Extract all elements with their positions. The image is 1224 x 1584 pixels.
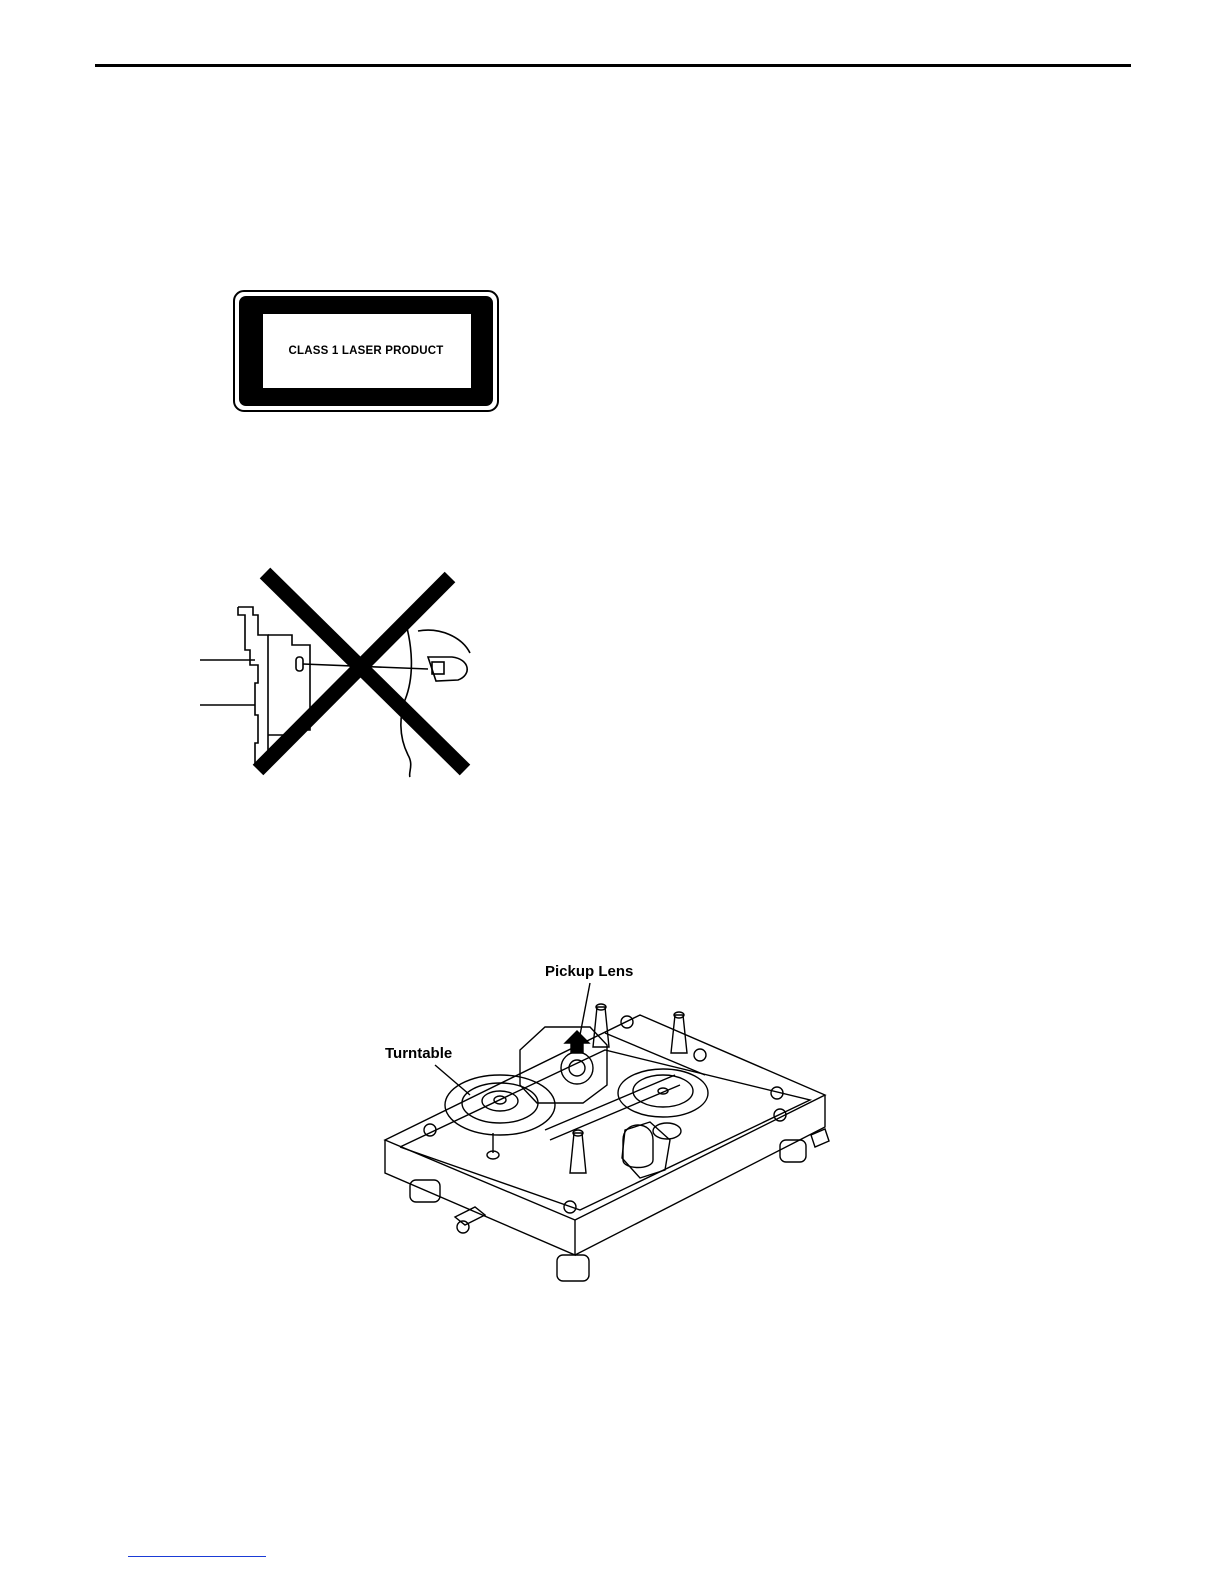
top-rule bbox=[95, 64, 1131, 67]
warning-drawing bbox=[200, 565, 490, 780]
pickup-lens-label: Pickup Lens bbox=[545, 963, 633, 980]
laser-label-text: CLASS 1 LASER PRODUCT bbox=[233, 290, 499, 412]
laser-product-label: CLASS 1 LASER PRODUCT bbox=[233, 290, 499, 412]
bottom-link-underline[interactable] bbox=[128, 1556, 266, 1557]
do-not-look-illustration bbox=[200, 565, 490, 780]
cd-mechanism-illustration: Pickup Lens Turntable bbox=[375, 955, 835, 1300]
turntable-label: Turntable bbox=[385, 1045, 452, 1062]
mechanism-drawing bbox=[375, 955, 835, 1300]
